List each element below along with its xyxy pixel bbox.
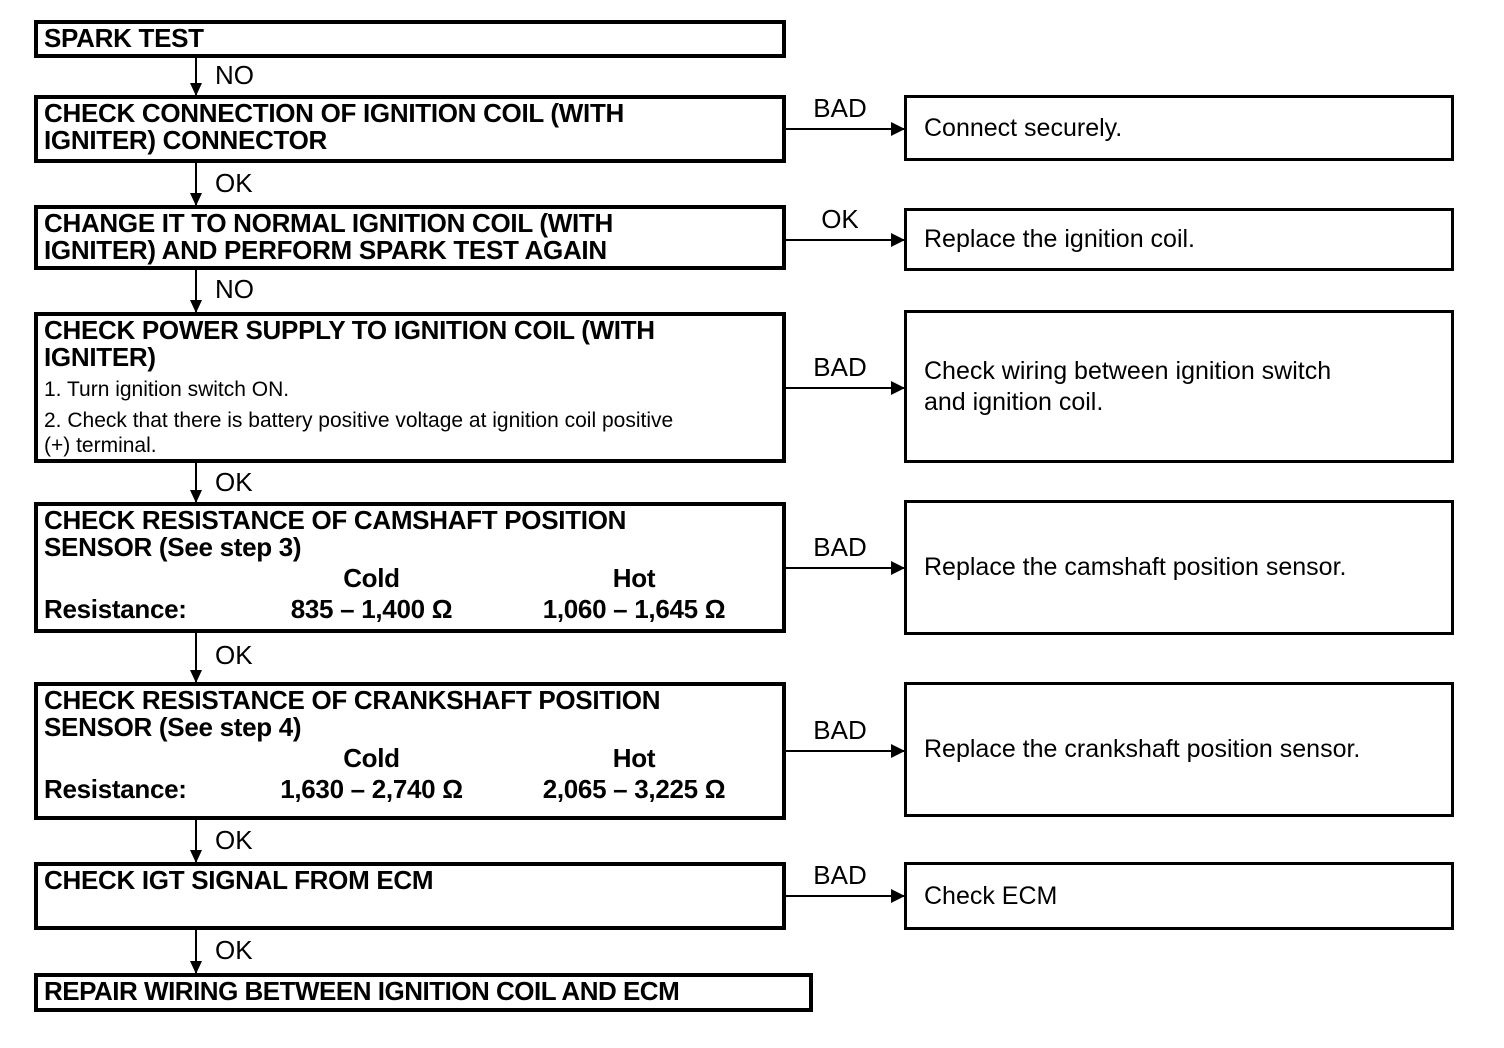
flow-node-check-crankshaft-resistance: CHECK RESISTANCE OF CRANKSHAFT POSITION …: [34, 682, 786, 820]
branch-arrow-label: BAD: [813, 93, 867, 123]
node-title: CHECK RESISTANCE OF CRANKSHAFT POSITION …: [44, 685, 661, 742]
down-arrow: [190, 930, 202, 974]
resistance-label: Resistance:: [44, 774, 187, 804]
resistance-label: Resistance:: [44, 594, 187, 624]
step-item: 1. Turn ignition switch ON.: [44, 378, 290, 401]
action-text: Replace the crankshaft position sensor.: [924, 735, 1361, 763]
action-box-replace-crankshaft-sensor: Replace the crankshaft position sensor.: [904, 682, 1454, 817]
flow-node-change-coil: CHANGE IT TO NORMAL IGNITION COIL (WITH …: [34, 205, 786, 270]
action-text: Replace the ignition coil.: [924, 225, 1195, 253]
step-item: 2. Check that there is battery positive …: [44, 409, 674, 457]
branch-arrow: [786, 889, 905, 903]
resistance-table: Cold Hot Resistance: 1,630 – 2,740 Ω 2,0…: [44, 743, 776, 805]
branch-arrow-label: BAD: [813, 860, 867, 890]
flow-node-check-connection: CHECK CONNECTION OF IGNITION COIL (WITH …: [34, 95, 786, 163]
flow-node-repair-wiring: REPAIR WIRING BETWEEN IGNITION COIL AND …: [34, 973, 813, 1012]
down-arrow-label: OK: [215, 168, 253, 198]
flow-node-check-power-supply: CHECK POWER SUPPLY TO IGNITION COIL (WIT…: [34, 312, 786, 463]
branch-arrow-label: BAD: [813, 532, 867, 562]
down-arrow-label: OK: [215, 935, 253, 965]
action-box-check-wiring: Check wiring between ignition switch and…: [904, 310, 1454, 463]
node-title: CHECK RESISTANCE OF CAMSHAFT POSITION SE…: [44, 505, 627, 562]
down-arrow: [190, 270, 202, 313]
action-text: Replace the camshaft position sensor.: [924, 553, 1347, 581]
resistance-value-row: Resistance: 835 – 1,400 Ω 1,060 – 1,645 …: [44, 594, 776, 625]
branch-arrow-label: BAD: [813, 715, 867, 745]
action-text: Check ECM: [924, 881, 1058, 910]
cold-header: Cold: [343, 743, 400, 773]
node-title: CHECK POWER SUPPLY TO IGNITION COIL (WIT…: [44, 315, 655, 372]
down-arrow: [190, 820, 202, 863]
flow-node-check-camshaft-resistance: CHECK RESISTANCE OF CAMSHAFT POSITION SE…: [34, 502, 786, 633]
down-arrow-label: NO: [215, 60, 254, 90]
branch-arrow-label: BAD: [813, 352, 867, 382]
cold-value: 835 – 1,400 Ω: [290, 594, 453, 624]
branch-arrow: [786, 122, 905, 136]
resistance-value-row: Resistance: 1,630 – 2,740 Ω 2,065 – 3,22…: [44, 774, 776, 805]
flow-node-spark-test: SPARK TEST: [34, 20, 786, 58]
hot-header: Hot: [612, 563, 656, 593]
node-title: CHECK IGT SIGNAL FROM ECM: [44, 865, 434, 895]
down-arrow-label: NO: [215, 274, 254, 304]
hot-value: 2,065 – 3,225 Ω: [542, 774, 726, 804]
down-arrow: [190, 633, 202, 683]
action-box-check-ecm: Check ECM: [904, 862, 1454, 930]
branch-arrow-label: OK: [821, 204, 859, 234]
branch-arrow: [786, 744, 905, 758]
action-box-replace-camshaft-sensor: Replace the camshaft position sensor.: [904, 500, 1454, 635]
node-title: CHANGE IT TO NORMAL IGNITION COIL (WITH …: [44, 208, 613, 265]
branch-arrow: [786, 233, 905, 247]
cold-header: Cold: [343, 563, 400, 593]
hot-value: 1,060 – 1,645 Ω: [542, 594, 726, 624]
node-title: REPAIR WIRING BETWEEN IGNITION COIL AND …: [44, 976, 680, 1006]
resistance-header-row: Cold Hot: [44, 563, 776, 594]
down-arrow: [190, 163, 202, 206]
down-arrow: [190, 463, 202, 503]
hot-header: Hot: [612, 743, 656, 773]
flow-node-check-igt-signal: CHECK IGT SIGNAL FROM ECM: [34, 862, 786, 930]
resistance-header-row: Cold Hot: [44, 743, 776, 774]
down-arrow: [190, 58, 202, 96]
cold-value: 1,630 – 2,740 Ω: [280, 774, 463, 804]
node-title: SPARK TEST: [44, 23, 204, 53]
branch-arrow: [786, 561, 905, 575]
node-steps: 1. Turn ignition switch ON. 2. Check tha…: [44, 377, 776, 458]
down-arrow-label: OK: [215, 467, 253, 497]
down-arrow-label: OK: [215, 640, 253, 670]
action-text: Check wiring between ignition switch and…: [924, 356, 1332, 416]
node-title: CHECK CONNECTION OF IGNITION COIL (WITH …: [44, 98, 625, 155]
action-text: Connect securely.: [924, 113, 1123, 142]
branch-arrow: [786, 381, 905, 395]
down-arrow-label: OK: [215, 825, 253, 855]
action-box-connect-securely: Connect securely.: [904, 95, 1454, 161]
resistance-table: Cold Hot Resistance: 835 – 1,400 Ω 1,060…: [44, 563, 776, 625]
action-box-replace-ignition-coil: Replace the ignition coil.: [904, 208, 1454, 271]
